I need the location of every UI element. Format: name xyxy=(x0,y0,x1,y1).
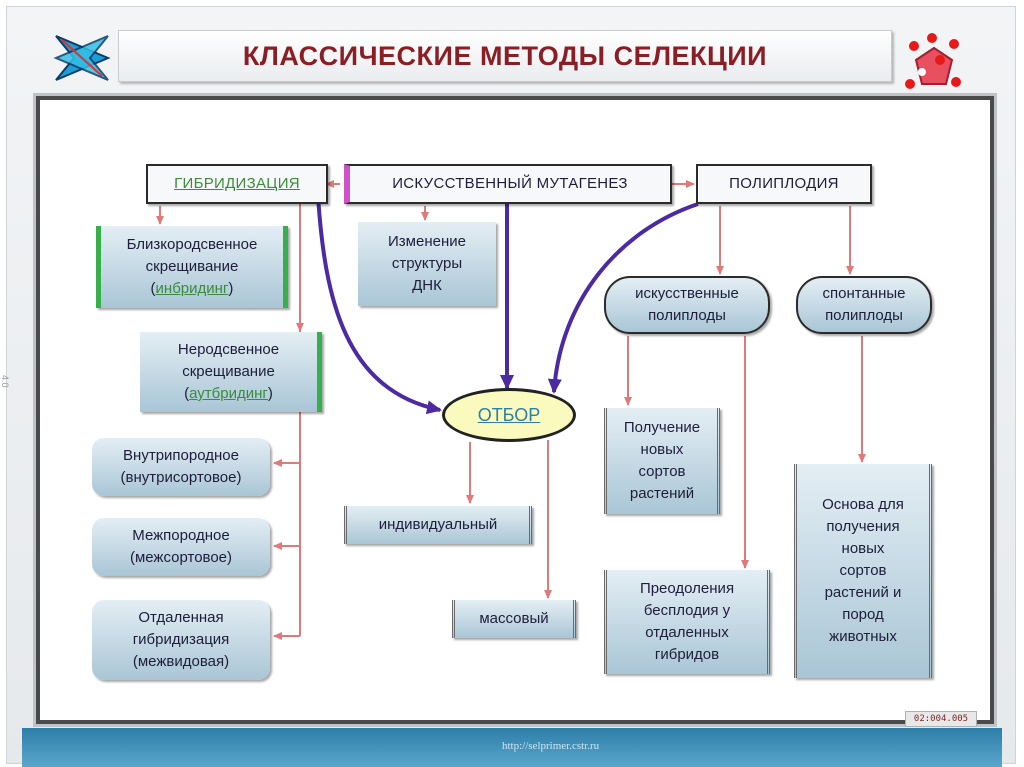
intrabreed-line2: (внутрисортовое) xyxy=(120,469,242,486)
outbreeding-line2: скрещивание xyxy=(182,363,275,380)
individual-selection-box: индивидуальный xyxy=(344,506,532,544)
intrabreed-box: Внутрипородное (внутрисортовое) xyxy=(92,438,270,496)
basis-line3: новых xyxy=(841,540,885,557)
basis-line1: Основа для xyxy=(822,496,904,513)
basis-line7: животных xyxy=(829,628,897,645)
selection-label[interactable]: ОТБОР xyxy=(477,405,541,425)
distant-line3: (межвидовая) xyxy=(132,653,230,670)
red-connectors xyxy=(156,180,866,640)
outbreeding-box: Неродсвенное скрещивание (аутбридинг) xyxy=(140,332,322,412)
overcome-sterility-box: Преодоления бесплодия у отдаленных гибри… xyxy=(604,570,770,674)
artificial-line2: полиплоды xyxy=(648,307,726,324)
dna-line3: ДНК xyxy=(412,277,442,294)
inbreeding-line3: (инбридинг) xyxy=(150,280,234,297)
overcome-line3: отдаленных xyxy=(645,624,729,641)
dna-structure-box: Изменение структуры ДНК xyxy=(358,222,496,306)
polyploidy-box: ПОЛИПЛОДИЯ xyxy=(696,164,872,204)
overcome-line4: гибридов xyxy=(654,646,720,663)
basis-line2: получения xyxy=(826,518,900,535)
side-mark: 4.0 xyxy=(0,375,10,388)
footer-bar: http://selprimer.cstr.ru xyxy=(22,728,1002,767)
mutagenesis-box: ИСКУССТВЕННЫЙ МУТАГЕНЕЗ xyxy=(344,164,672,204)
interbreed-box: Межпородное (межсортовое) xyxy=(92,518,270,576)
hybridization-box[interactable]: ГИБРИДИЗАЦИЯ xyxy=(146,164,328,204)
inbreeding-box: Близкородсвенное скрещивание (инбридинг) xyxy=(96,226,288,308)
selection-oval[interactable]: ОТБОР xyxy=(442,388,576,442)
outbreeding-link[interactable]: аутбридинг xyxy=(189,385,268,402)
footer-url[interactable]: http://selprimer.cstr.ru xyxy=(502,740,600,752)
overcome-line2: бесплодия у xyxy=(643,602,731,619)
new-varieties-line2: новых xyxy=(640,441,684,458)
mutagenesis-label: ИСКУССТВЕННЫЙ МУТАГЕНЕЗ xyxy=(392,175,628,192)
new-varieties-line4: растений xyxy=(629,485,695,502)
purple-connectors xyxy=(316,195,699,415)
title-bar: КЛАССИЧЕСКИЕ МЕТОДЫ СЕЛЕКЦИИ xyxy=(118,30,892,82)
inbreeding-link[interactable]: инбридинг xyxy=(155,280,229,297)
inbreeding-line2: скрещивание xyxy=(145,258,239,275)
dna-line1: Изменение xyxy=(388,233,466,250)
slide-stamp: 02:004.005 xyxy=(905,711,977,727)
spontaneous-polyploids-box: спонтанные полиплоды xyxy=(796,276,932,334)
artificial-line1: искусственные xyxy=(635,285,739,302)
outbreeding-line3: (аутбридинг) xyxy=(184,385,273,402)
distant-line1: Отдаленная xyxy=(138,609,224,626)
individual-label: индивидуальный xyxy=(378,516,498,533)
distant-hybrid-box: Отдаленная гибридизация (межвидовая) xyxy=(92,600,270,680)
overcome-line1: Преодоления xyxy=(639,580,735,597)
intrabreed-line1: Внутрипородное xyxy=(123,447,239,464)
new-varieties-line3: сортов xyxy=(638,463,686,480)
artificial-polyploids-box: искусственные полиплоды xyxy=(604,276,770,334)
new-varieties-line1: Получение xyxy=(623,419,701,436)
hybridization-label[interactable]: ГИБРИДИЗАЦИЯ xyxy=(174,175,300,192)
interbreed-line1: Межпородное xyxy=(132,527,230,544)
spontaneous-line1: спонтанные xyxy=(822,285,906,302)
mass-label: массовый xyxy=(479,610,549,627)
basis-line4: сортов xyxy=(839,562,887,579)
inbreeding-line1: Близкородсвенное xyxy=(126,236,258,253)
basis-line5: растений и xyxy=(824,584,902,601)
interbreed-line2: (межсортовое) xyxy=(129,549,233,566)
new-varieties-box: Получение новых сортов растений xyxy=(604,408,720,514)
dna-line2: структуры xyxy=(391,255,463,272)
outbreeding-line1: Неродсвенное xyxy=(177,341,280,358)
distant-line2: гибридизация xyxy=(132,631,230,648)
mass-selection-box: массовый xyxy=(452,600,576,638)
breeding-basis-box: Основа для получения новых сортов растен… xyxy=(794,464,932,678)
spontaneous-line2: полиплоды xyxy=(825,307,903,324)
page-title: КЛАССИЧЕСКИЕ МЕТОДЫ СЕЛЕКЦИИ xyxy=(242,40,768,71)
star-logo-icon xyxy=(53,35,111,81)
basis-line6: пород xyxy=(842,606,884,623)
polyploidy-label: ПОЛИПЛОДИЯ xyxy=(729,175,839,192)
